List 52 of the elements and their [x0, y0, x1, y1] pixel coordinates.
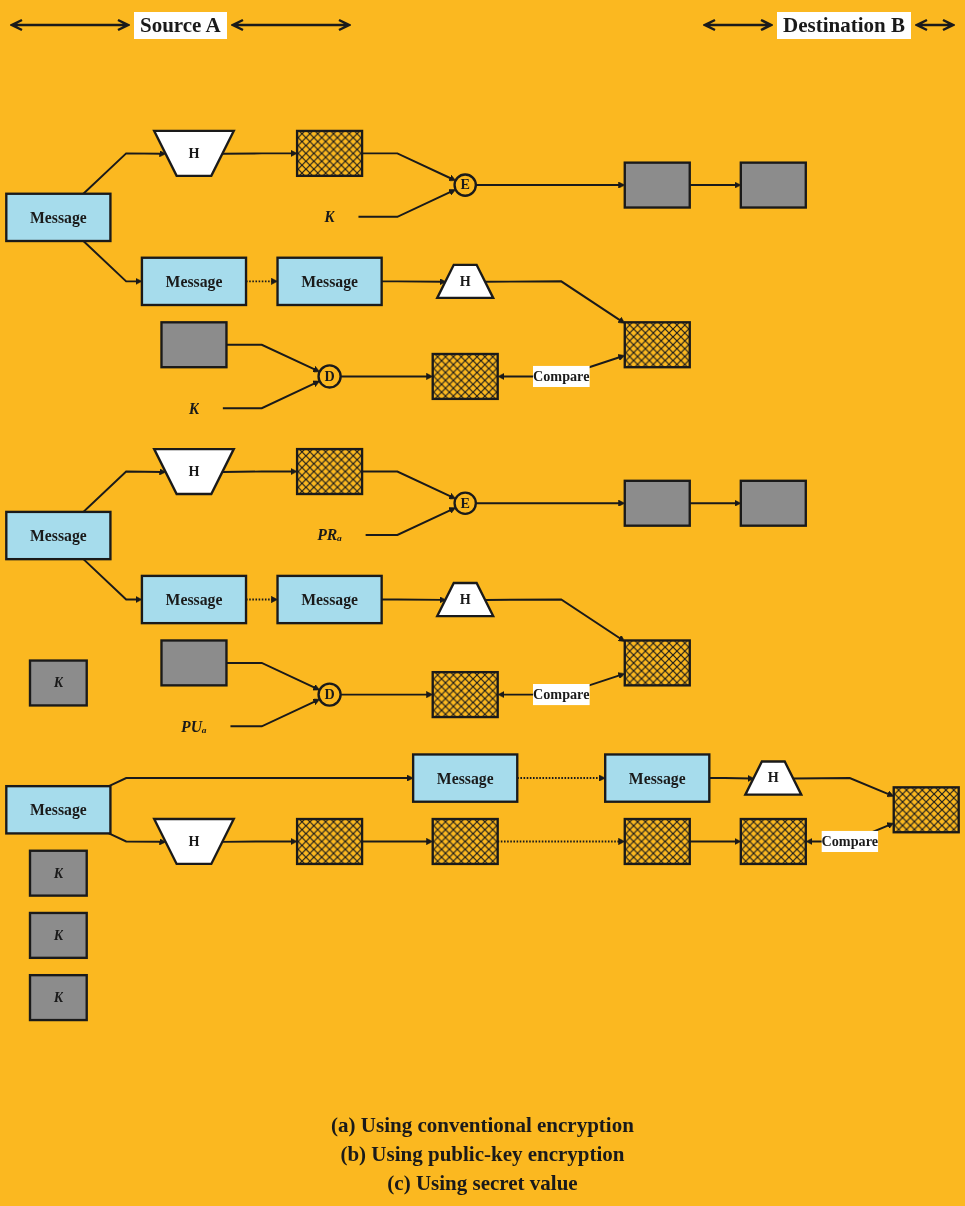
- node-text: K: [188, 399, 200, 417]
- node-box: [892, 786, 960, 834]
- node-text: K: [324, 208, 335, 226]
- node-box: [160, 321, 228, 369]
- node-circle: E: [453, 173, 477, 197]
- panel-caption: (a) Using conventional encryption: [331, 1113, 634, 1138]
- node-text: PUₐ: [181, 717, 207, 735]
- node-box: Message: [5, 192, 112, 243]
- arrow: [357, 189, 456, 218]
- node-box: [623, 479, 691, 527]
- node-box: Message: [276, 574, 383, 625]
- node-box: K: [28, 974, 88, 1022]
- node-box: Message: [5, 785, 112, 835]
- node-box: Message: [604, 753, 711, 803]
- node-box: [623, 817, 691, 866]
- node-box: [431, 352, 499, 401]
- node-box: [295, 817, 364, 866]
- arrow: [221, 380, 320, 410]
- node-circle: D: [317, 364, 342, 389]
- node-box: [295, 447, 364, 496]
- node-box: [623, 321, 691, 369]
- node-box: [623, 161, 691, 209]
- node-box: Message: [140, 574, 248, 625]
- node-circle: D: [317, 682, 342, 707]
- node-box: [431, 671, 499, 719]
- node-text: PRₐ: [317, 526, 343, 544]
- edge-label: Compare: [533, 686, 590, 703]
- node-box: Message: [276, 256, 383, 307]
- node-box: [739, 479, 807, 527]
- panel-caption: (b) Using public-key encryption: [340, 1142, 625, 1167]
- node-box: [623, 639, 691, 687]
- edge-label: Compare: [533, 368, 590, 384]
- arrow: [484, 598, 626, 642]
- node-box: Message: [140, 256, 248, 307]
- node-circle: E: [453, 491, 477, 516]
- arrow: [364, 507, 456, 536]
- node-box: K: [28, 659, 88, 707]
- node-box: Message: [411, 753, 519, 803]
- node-box: K: [28, 911, 88, 959]
- node-box: [739, 817, 807, 866]
- edge-label: Compare: [821, 833, 878, 849]
- node-box: K: [28, 849, 88, 897]
- direction-label: Source A: [134, 11, 227, 39]
- node-box: Message: [5, 510, 112, 561]
- node-box: [739, 161, 807, 209]
- arrow: [229, 698, 320, 728]
- direction-label: Destination B: [777, 11, 911, 39]
- node-box: [431, 817, 499, 866]
- node-box: [295, 129, 364, 177]
- arrow: [107, 774, 414, 788]
- panel-caption: (c) Using secret value: [387, 1171, 578, 1196]
- node-box: [160, 639, 228, 687]
